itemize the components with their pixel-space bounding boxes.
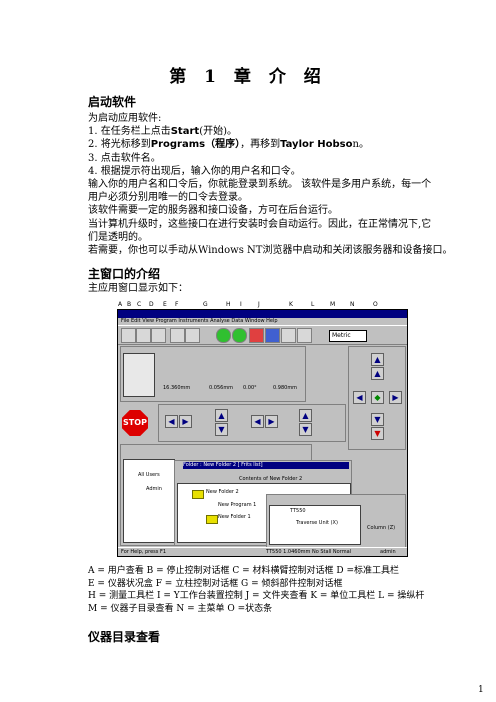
instrument-subdirectory-view: TT550 Traverse Unit (X) Column (Z) — [266, 494, 406, 548]
section-heading-instrument-view: 仪器目录查看 — [88, 630, 161, 644]
folder-view: Folder : New Folder 2 [ Frits list] Cont… — [174, 460, 352, 546]
legend-line-3: H = 测量工具栏 I = Y工作台装置控制 J = 文件夹查看 K = 单位工… — [88, 591, 425, 601]
page-number: 1 — [478, 685, 484, 695]
up-arrow-icon[interactable]: ▲ — [299, 409, 312, 422]
folder-contents-label: Contents of New Folder 2 — [239, 476, 303, 482]
new-folder-1[interactable]: New Folder 1 — [218, 514, 251, 520]
folder-icon — [192, 490, 204, 499]
callout-n: N — [350, 301, 355, 308]
callout-g: G — [203, 301, 208, 308]
joystick-panel: ▲ ▲ ◀ ◆ ▶ ▼ ▼ — [348, 346, 406, 450]
measure-icon[interactable] — [249, 328, 264, 343]
right-arrow-icon[interactable]: ▶ — [265, 415, 278, 428]
units-select[interactable]: Metric — [329, 330, 367, 342]
callout-m: M — [330, 301, 336, 308]
callout-c: C — [137, 301, 142, 308]
tool-button[interactable] — [170, 328, 185, 343]
para-3b: 们是透明的。 — [88, 231, 148, 243]
callout-f: F — [175, 301, 179, 308]
instrument-status-box: 16.360mm 0.056mm 0.00° 0.980mm — [120, 346, 306, 402]
go-icon[interactable] — [232, 328, 247, 343]
legend-line-4: M = 仪器子目录查看 N = 主菜单 O =状态条 — [88, 603, 273, 614]
callout-i: I — [240, 301, 242, 308]
admin-node[interactable]: Admin — [146, 486, 162, 492]
tool-button[interactable] — [121, 328, 136, 343]
new-program-1[interactable]: New Program 1 — [218, 502, 257, 508]
left-arrow-icon[interactable]: ◀ — [165, 415, 178, 428]
callout-h: H — [226, 301, 231, 308]
tool-button[interactable] — [151, 328, 166, 343]
para-4: 若需要，你也可以手动从Windows NT浏览器中启动和关闭该服务器和设备接口。 — [88, 245, 453, 257]
legend-line-2: E = 仪器状况盒 F = 立柱控制对话框 G = 倾斜部件控制对话框 — [88, 578, 343, 589]
traverse-node[interactable]: Traverse Unit (X) — [296, 520, 338, 526]
tool-button[interactable] — [185, 328, 200, 343]
tool-button[interactable] — [136, 328, 151, 343]
main-menu[interactable]: File Edit View Program Instruments Analy… — [118, 318, 407, 325]
up-arrow-icon[interactable]: ▲ — [371, 353, 384, 366]
right-arrow-icon[interactable]: ▶ — [389, 391, 402, 404]
measure-icon[interactable] — [265, 328, 280, 343]
step-3: 3. 点击软件名。 — [88, 152, 161, 164]
new-folder-2[interactable]: New Folder 2 — [206, 489, 239, 495]
figure-legend: A = 用户查看 B = 停止控制对话框 C = 材料横臂控制对话框 D =标准… — [88, 565, 483, 615]
folder-tree: New Folder 2 New Program 1 New Folder 1 — [177, 483, 351, 543]
readout-2: 0.056mm — [209, 385, 234, 391]
instrument-node[interactable]: TT550 — [290, 508, 306, 514]
measure-icon[interactable] — [297, 328, 312, 343]
main-window-screenshot: File Edit View Program Instruments Analy… — [117, 309, 408, 557]
left-arrow-icon[interactable]: ◀ — [353, 391, 366, 404]
callout-b: B — [127, 301, 132, 308]
left-arrow-icon[interactable]: ◀ — [251, 415, 264, 428]
readout-4: 0.980mm — [273, 385, 298, 391]
section-heading-start: 启动软件 — [88, 95, 137, 109]
center-icon[interactable]: ◆ — [371, 391, 384, 404]
step-4: 4. 根据提示符出现后，输入你的用户名和口令。 — [88, 165, 301, 177]
down-arrow-icon[interactable]: ▼ — [299, 423, 312, 436]
instrument-tree: TT550 Traverse Unit (X) — [269, 505, 361, 545]
right-arrow-icon[interactable]: ▶ — [179, 415, 192, 428]
folder-view-title: Folder : New Folder 2 [ Frits list] — [183, 462, 349, 469]
intro-line: 为启动应用软件: — [88, 113, 162, 124]
status-help: For Help, press F1 — [121, 549, 167, 555]
standard-toolbar: Metric — [118, 325, 407, 345]
callout-d: D — [149, 301, 154, 308]
status-bar: For Help, press F1 TT550 1.0460mm No Sta… — [118, 547, 407, 556]
para-1a: 输入你的用户名和口令后，你就能登录到系统。 该软件是多用户系统，每一个 — [88, 179, 432, 191]
down-arrow-icon[interactable]: ▼ — [215, 423, 228, 436]
section-body-start: 为启动应用软件: 1. 在任务栏上点击Start(开始)。 2. 将光标移到Pr… — [88, 112, 478, 257]
down-arrow-icon[interactable]: ▼ — [371, 413, 384, 426]
status-instrument: TT550 1.0460mm No Stall Normal — [266, 549, 352, 555]
measure-icon[interactable] — [281, 328, 296, 343]
instrument-image — [123, 353, 155, 397]
readout-3: 0.00° — [243, 385, 257, 391]
step-2: 2. 将光标移到Programs（程序），再移到Taylor Hobson。 — [88, 139, 369, 151]
main-window-intro: 主应用窗口显示如下： — [88, 283, 188, 294]
status-user: admin — [380, 549, 396, 555]
callout-a: A — [118, 301, 123, 308]
callout-k: K — [289, 301, 293, 308]
go-icon[interactable] — [216, 328, 231, 343]
down-arrow-icon[interactable]: ▼ — [371, 427, 384, 440]
control-dialogs: ◀ ▶ ▲ ▼ ◀ ▶ ▲ ▼ — [158, 404, 346, 442]
callout-o: O — [373, 301, 378, 308]
callout-l: L — [311, 301, 315, 308]
step-1: 1. 在任务栏上点击Start(开始)。 — [88, 126, 237, 138]
readout-1: 16.360mm — [163, 385, 191, 391]
callout-e: E — [163, 301, 167, 308]
stop-button[interactable]: STOP — [122, 410, 148, 436]
folder-icon — [206, 515, 218, 524]
up-arrow-icon[interactable]: ▲ — [371, 367, 384, 380]
para-1b: 用户必须分别用唯一的口令去登录。 — [88, 192, 248, 204]
up-arrow-icon[interactable]: ▲ — [215, 409, 228, 422]
chapter-title: 第 1 章 介 绍 — [169, 67, 327, 87]
users-tree: All Users Admin — [123, 459, 175, 543]
all-users-node[interactable]: All Users — [138, 472, 160, 478]
callout-j: J — [258, 301, 260, 308]
para-2: 该软件需要一定的服务器和接口设备，方可在后台运行。 — [88, 205, 338, 217]
column-node[interactable]: Column (Z) — [367, 525, 396, 531]
window-titlebar — [118, 310, 407, 318]
legend-line-1: A = 用户查看 B = 停止控制对话框 C = 材料横臂控制对话框 D =标准… — [88, 566, 399, 576]
para-3a: 当计算机升级时，这些接口在进行安装时会自动运行。因此，在正常情况下,它 — [88, 218, 432, 230]
section-heading-main-window: 主窗口的介绍 — [88, 267, 161, 281]
